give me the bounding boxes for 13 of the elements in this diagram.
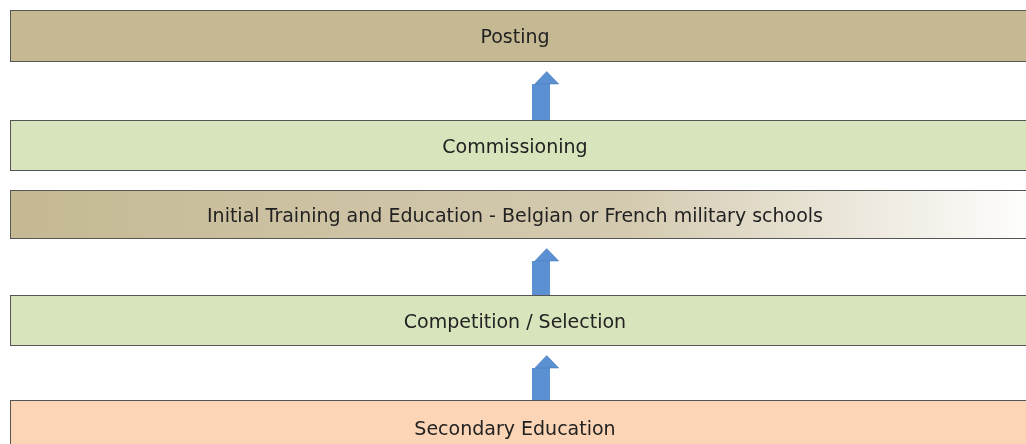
stage-label: Initial Training and Education - Belgian or French military schools	[207, 203, 823, 226]
stage-bar	[10, 120, 1026, 171]
block-arrow	[532, 355, 559, 400]
stage-label: Commissioning	[442, 134, 588, 157]
stage-bar	[10, 10, 1026, 62]
stage-bar	[10, 190, 1026, 239]
stage-label: Posting	[480, 25, 550, 47]
stage-label: Competition / Selection	[403, 309, 627, 332]
stage-bar	[10, 295, 1026, 346]
block-arrow	[532, 248, 559, 295]
stage-label: Secondary Education	[414, 417, 616, 439]
stage-bar	[10, 400, 1026, 444]
block-arrow	[532, 71, 559, 120]
